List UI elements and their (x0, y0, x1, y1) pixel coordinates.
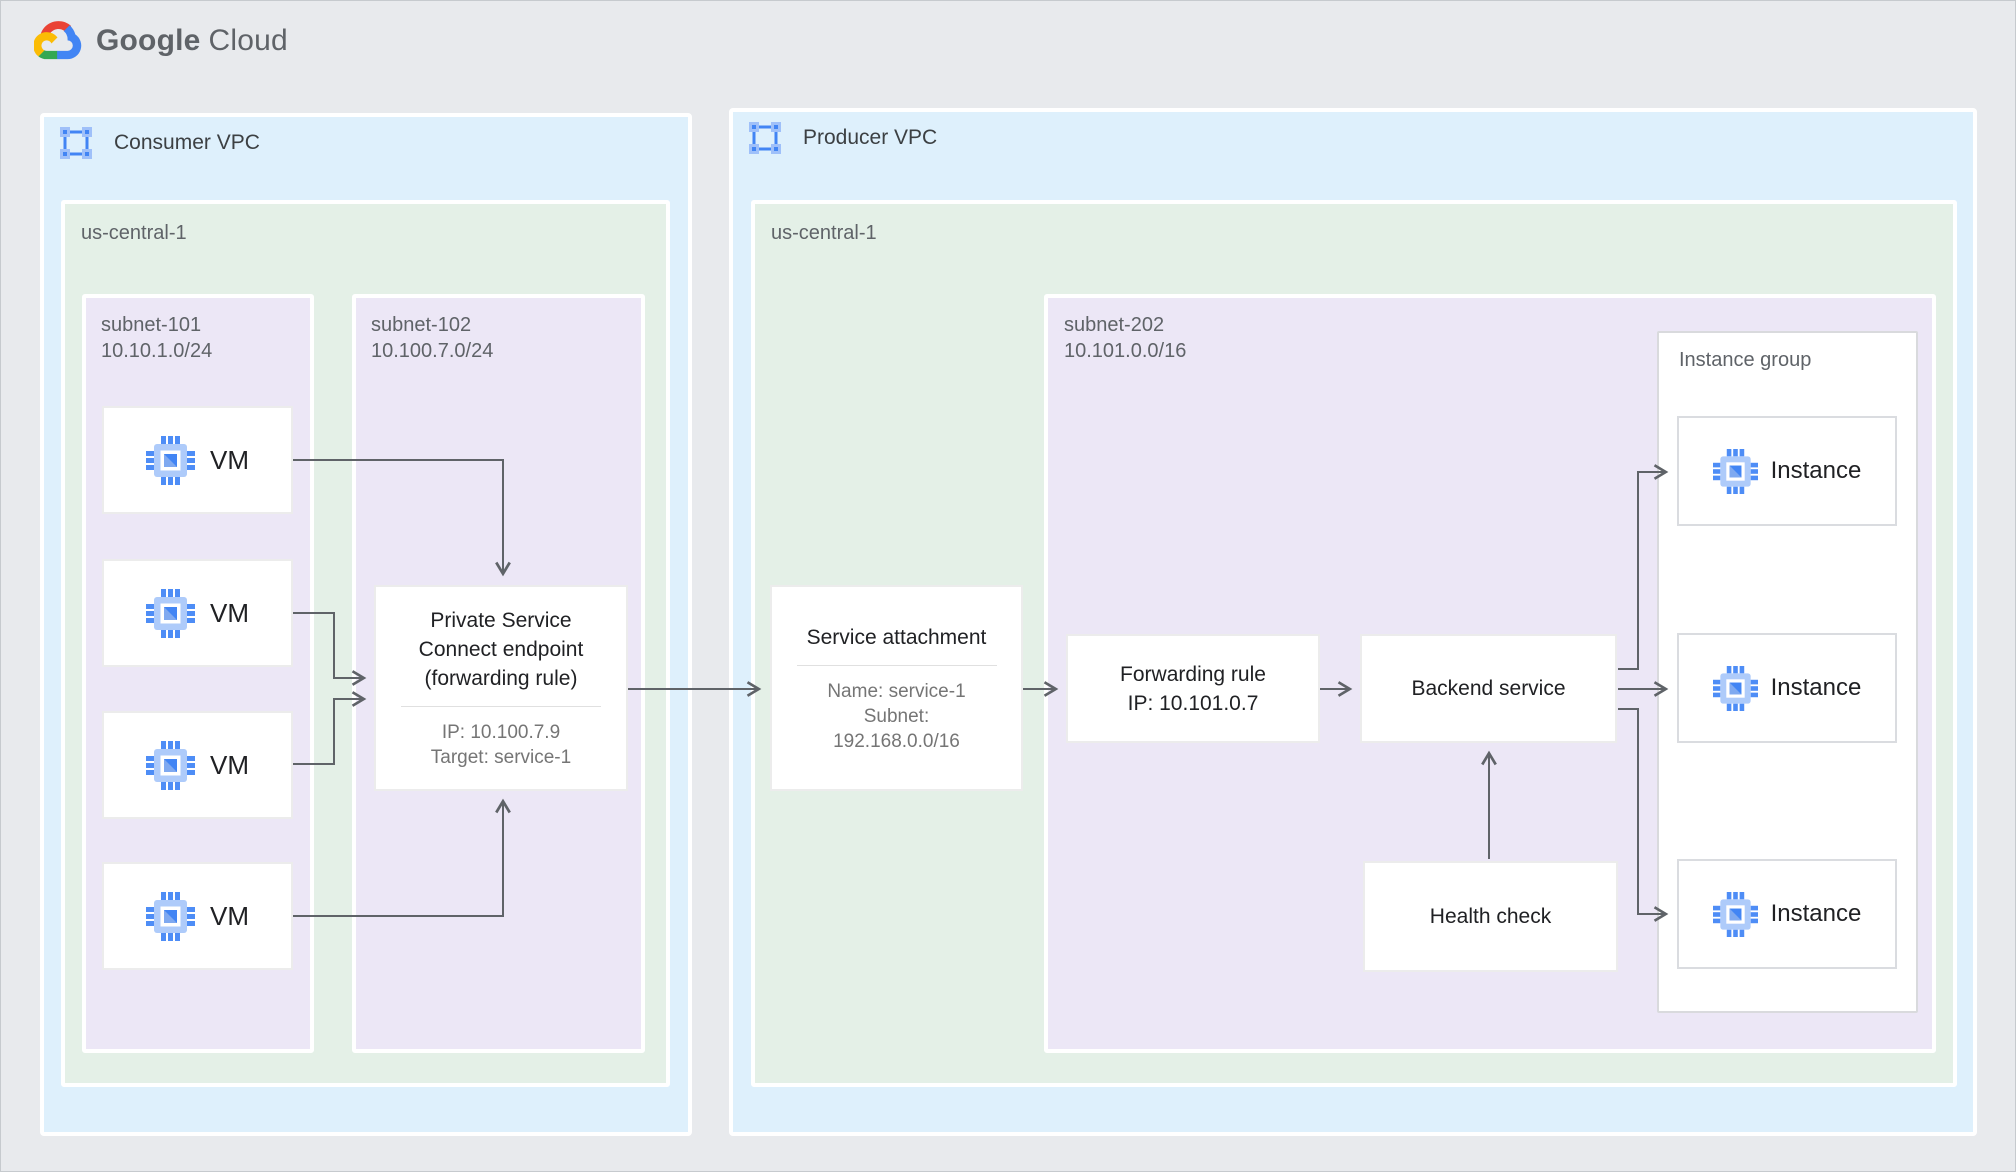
vm-node: VM (102, 862, 293, 970)
vm-node: VM (102, 406, 293, 514)
consumer-vpc-container: Consumer VPC us-central-1 subnet-101 10.… (40, 113, 692, 1136)
forwarding-rule-node: Forwarding rule IP: 10.101.0.7 (1066, 634, 1320, 743)
service-attachment-node: Service attachment Name: service-1 Subne… (770, 585, 1023, 791)
consumer-region: us-central-1 subnet-101 10.10.1.0/24 VM … (61, 200, 670, 1087)
subnet-102-label: subnet-102 10.100.7.0/24 (371, 314, 494, 362)
service-attachment-details: Name: service-1 Subnet: 192.168.0.0/16 (827, 680, 966, 752)
producer-region-label: us-central-1 (771, 222, 877, 244)
producer-vpc-header: Producer VPC (747, 120, 937, 156)
service-attachment-title: Service attachment (806, 625, 987, 649)
compute-engine-icon (146, 891, 195, 941)
compute-engine-icon (1712, 891, 1758, 937)
backend-service-label: Backend service (1411, 677, 1566, 700)
instance-group-label: Instance group (1679, 349, 1812, 371)
instance-node: Instance (1677, 633, 1897, 743)
vpc-icon (58, 125, 94, 161)
consumer-vpc-header: Consumer VPC (58, 125, 260, 161)
backend-service-node: Backend service (1360, 634, 1617, 743)
divider (796, 664, 997, 666)
instance-group: Instance group Instance Instance Instanc… (1657, 331, 1918, 1013)
consumer-vpc-label: Consumer VPC (114, 131, 260, 154)
instance-node: Instance (1677, 416, 1897, 526)
health-check-label: Health check (1429, 905, 1552, 928)
subnet-202: subnet-202 10.101.0.0/16 Forwarding rule… (1044, 294, 1936, 1053)
divider (401, 706, 601, 707)
psc-endpoint-node: Private Service Connect endpoint (forwar… (374, 585, 628, 791)
forwarding-rule-label: Forwarding rule IP: 10.101.0.7 (1120, 662, 1266, 715)
google-cloud-logo-icon (34, 21, 82, 60)
compute-engine-icon (1712, 665, 1758, 711)
vm-node: VM (102, 711, 293, 819)
instance-node: Instance (1677, 859, 1897, 969)
vpc-icon (747, 120, 783, 156)
subnet-101: subnet-101 10.10.1.0/24 VM VM VM V (82, 294, 314, 1053)
producer-vpc-label: Producer VPC (803, 126, 938, 149)
subnet-102: subnet-102 10.100.7.0/24 Private Service… (352, 294, 645, 1053)
producer-vpc-container: Producer VPC us-central-1 Service attach… (729, 108, 1977, 1136)
psc-endpoint-details: IP: 10.100.7.9 Target: service-1 (430, 722, 572, 768)
subnet-101-label: subnet-101 10.10.1.0/24 (101, 314, 213, 362)
psc-endpoint-title: Private Service Connect endpoint (forwar… (418, 609, 584, 690)
compute-engine-icon (146, 588, 195, 638)
compute-engine-icon (1712, 448, 1758, 494)
producer-region: us-central-1 Service attachment Name: se… (751, 200, 1957, 1087)
compute-engine-icon (146, 435, 195, 485)
health-check-node: Health check (1363, 861, 1618, 972)
compute-engine-icon (146, 740, 195, 790)
subnet-202-label: subnet-202 10.101.0.0/16 (1064, 314, 1187, 362)
consumer-region-label: us-central-1 (81, 222, 187, 244)
vm-node: VM (102, 559, 293, 667)
